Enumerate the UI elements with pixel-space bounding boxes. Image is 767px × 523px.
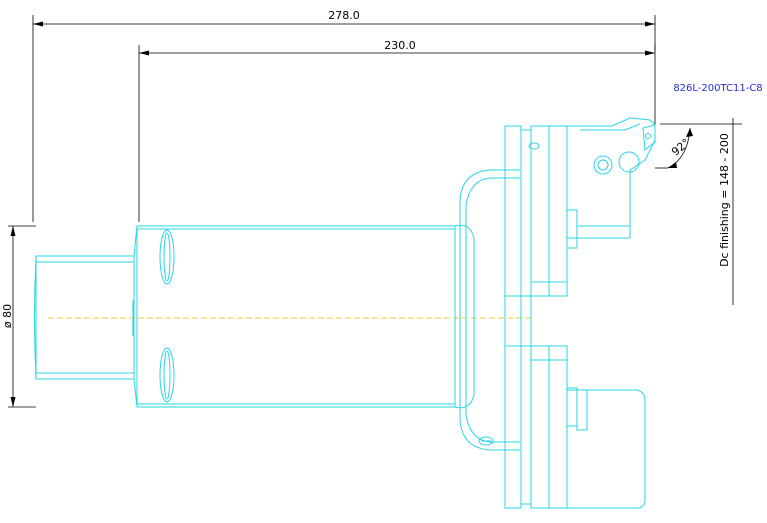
screw-bottom: [478, 436, 494, 446]
dimension-diameter-label: ø 80: [1, 304, 14, 328]
clamp-screw: [618, 151, 640, 173]
lower-cartridge: [566, 389, 646, 509]
neck: [454, 169, 520, 451]
finishing-range-label: Dc finishing = 148 - 200: [718, 133, 731, 267]
dimension-diameter: ø 80: [1, 225, 36, 408]
cutting-head: [478, 125, 578, 509]
finishing-range: Dc finishing = 148 - 200: [660, 118, 742, 305]
dimension-230: 230.0: [138, 39, 656, 222]
dimension-230-label: 230.0: [384, 39, 416, 52]
insert-code-label: 826L-200TC11-C8: [673, 83, 762, 94]
adjust-screw: [593, 155, 613, 175]
angle-label: 92°: [669, 136, 692, 158]
insert-cartridge: [566, 117, 656, 239]
coolant-slot-bottom: [159, 347, 175, 403]
coolant-slot-top: [159, 229, 175, 285]
screw-top: [528, 142, 540, 150]
shank: [34, 225, 138, 408]
tool-body: [136, 225, 456, 408]
cutting-insert: [642, 124, 656, 151]
dimension-278: 278.0: [32, 9, 656, 222]
angle-dimension: 92°: [655, 127, 693, 169]
dimension-278-label: 278.0: [328, 9, 360, 22]
